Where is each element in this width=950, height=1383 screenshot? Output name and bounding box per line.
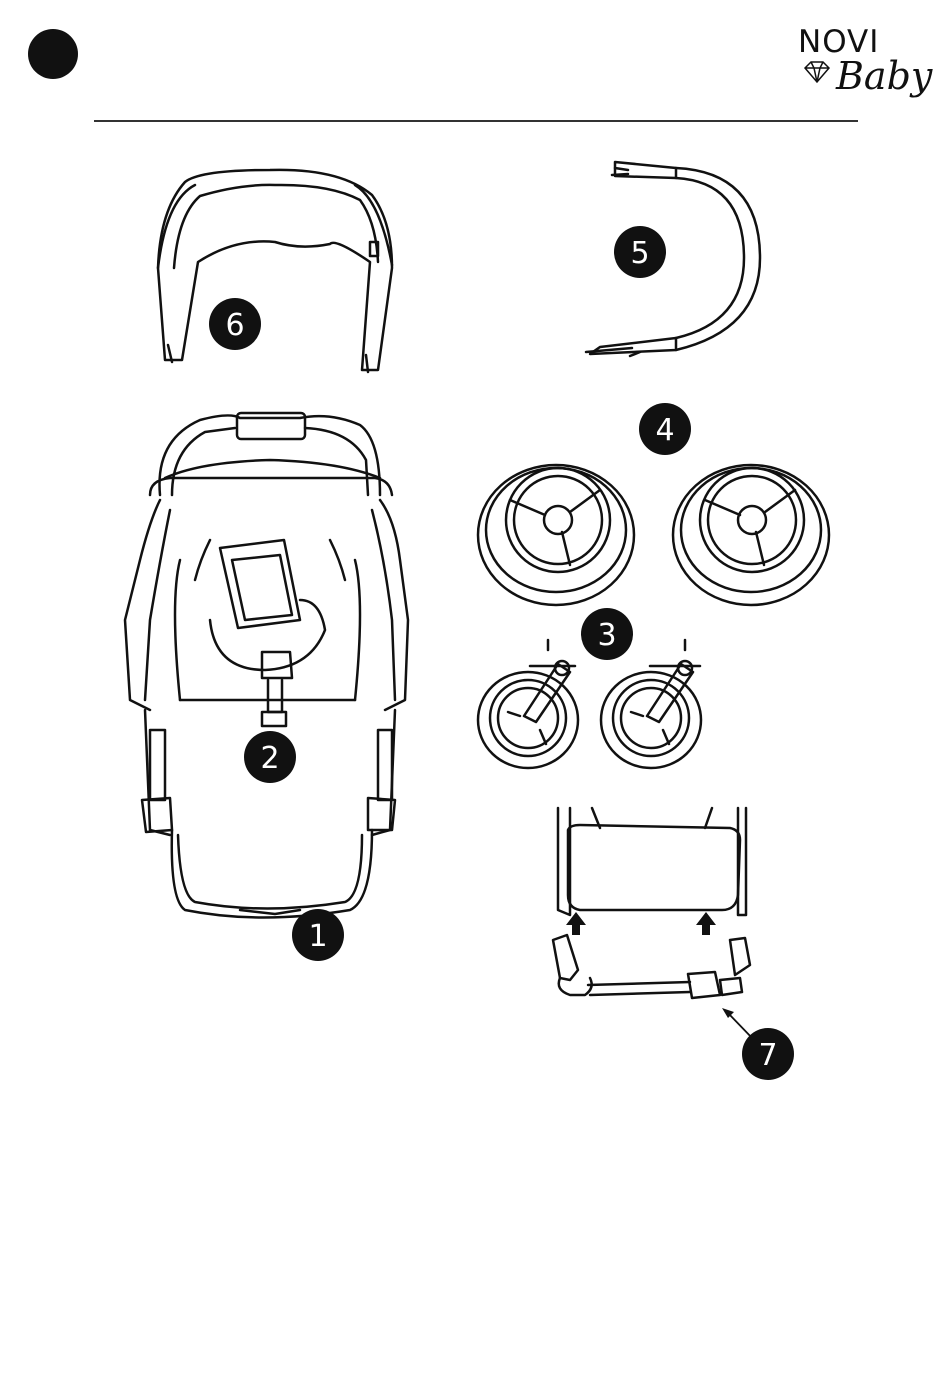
callout-5: 5 bbox=[614, 226, 666, 278]
callout-4: 4 bbox=[639, 403, 691, 455]
arrow-up-icon bbox=[696, 912, 716, 935]
callout-1: 1 bbox=[292, 909, 344, 961]
svg-text:2: 2 bbox=[260, 741, 279, 776]
callout-3: 3 bbox=[581, 608, 633, 660]
svg-text:3: 3 bbox=[597, 618, 616, 653]
callout-7: 7 bbox=[742, 1028, 794, 1080]
bumper-bar-drawing bbox=[586, 162, 760, 356]
assembly-arrows bbox=[566, 912, 734, 1018]
front-wheel-right-drawing bbox=[601, 640, 701, 768]
seat-drawing bbox=[125, 413, 408, 918]
svg-text:7: 7 bbox=[758, 1038, 777, 1073]
svg-text:4: 4 bbox=[655, 413, 674, 448]
rear-wheel-left-drawing bbox=[478, 465, 634, 605]
svg-text:6: 6 bbox=[225, 308, 244, 343]
canopy-drawing bbox=[158, 170, 392, 372]
callout-6: 6 bbox=[209, 298, 261, 350]
callout-2: 2 bbox=[244, 731, 296, 783]
rear-axle-drawing bbox=[553, 808, 750, 998]
front-wheel-left-drawing bbox=[478, 640, 578, 768]
svg-text:1: 1 bbox=[308, 919, 327, 954]
svg-text:5: 5 bbox=[630, 236, 649, 271]
rear-wheel-right-drawing bbox=[673, 465, 829, 605]
